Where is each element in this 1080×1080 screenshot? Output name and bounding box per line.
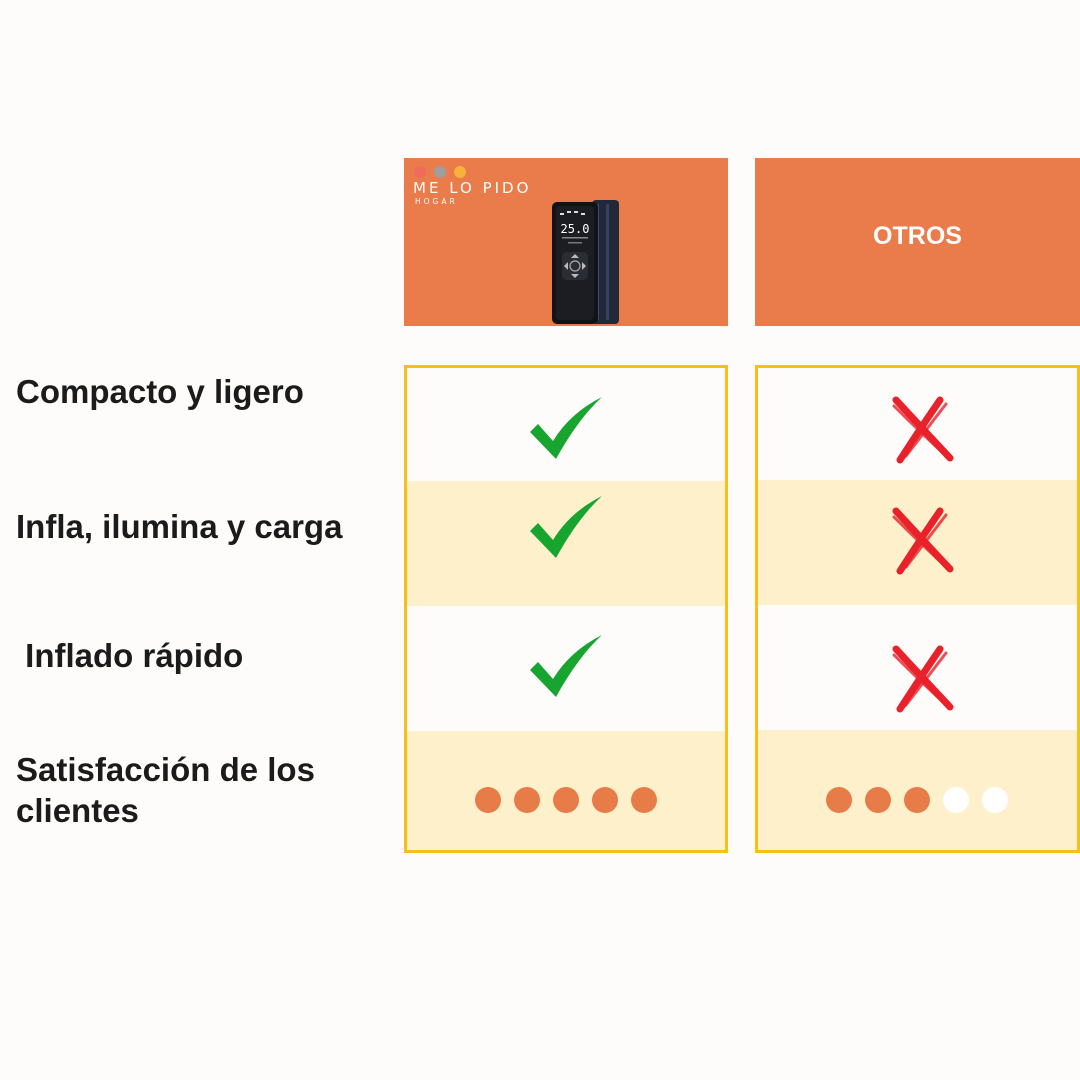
rating-dot-filled (475, 787, 501, 813)
logo-dot-gray (434, 166, 446, 178)
product-image: 25.0 (552, 200, 619, 324)
logo-dot-yellow (454, 166, 466, 178)
rating-dot-filled (904, 787, 930, 813)
rating-dot-filled (826, 787, 852, 813)
logo-dot-red (414, 166, 426, 178)
brand-subtitle: HOGAR (415, 197, 458, 206)
brand-header: ME LO PIDO HOGAR 25.0 (404, 158, 728, 326)
brand-name: ME LO PIDO (413, 179, 532, 197)
feature-label: Compacto y ligero (16, 373, 304, 410)
brand-rating (475, 787, 657, 813)
product-display: 25.0 (561, 222, 590, 236)
rating-dot-empty (982, 787, 1008, 813)
others-header: OTROS (755, 158, 1080, 326)
brand-column-frame (404, 365, 728, 853)
cross-icon (892, 507, 954, 575)
check-icon (530, 496, 602, 558)
rating-dot-filled (553, 787, 579, 813)
row-shade-2 (407, 481, 725, 606)
feature-label: Satisfacción de los clientes (16, 751, 315, 829)
rating-dot-filled (592, 787, 618, 813)
rating-dot-filled (631, 787, 657, 813)
check-icon (530, 397, 602, 459)
logo-dots (414, 166, 466, 178)
feature-label: Infla, ilumina y carga (16, 508, 343, 545)
cross-icon (892, 645, 954, 713)
others-title: OTROS (873, 222, 962, 250)
feature-label: Inflado rápido (16, 637, 244, 674)
cross-icon (892, 396, 954, 464)
rating-dot-filled (865, 787, 891, 813)
rating-dot-empty (943, 787, 969, 813)
rating-dot-filled (514, 787, 540, 813)
others-rating (826, 787, 1008, 813)
others-column-frame (755, 365, 1080, 853)
check-icon (530, 635, 602, 697)
